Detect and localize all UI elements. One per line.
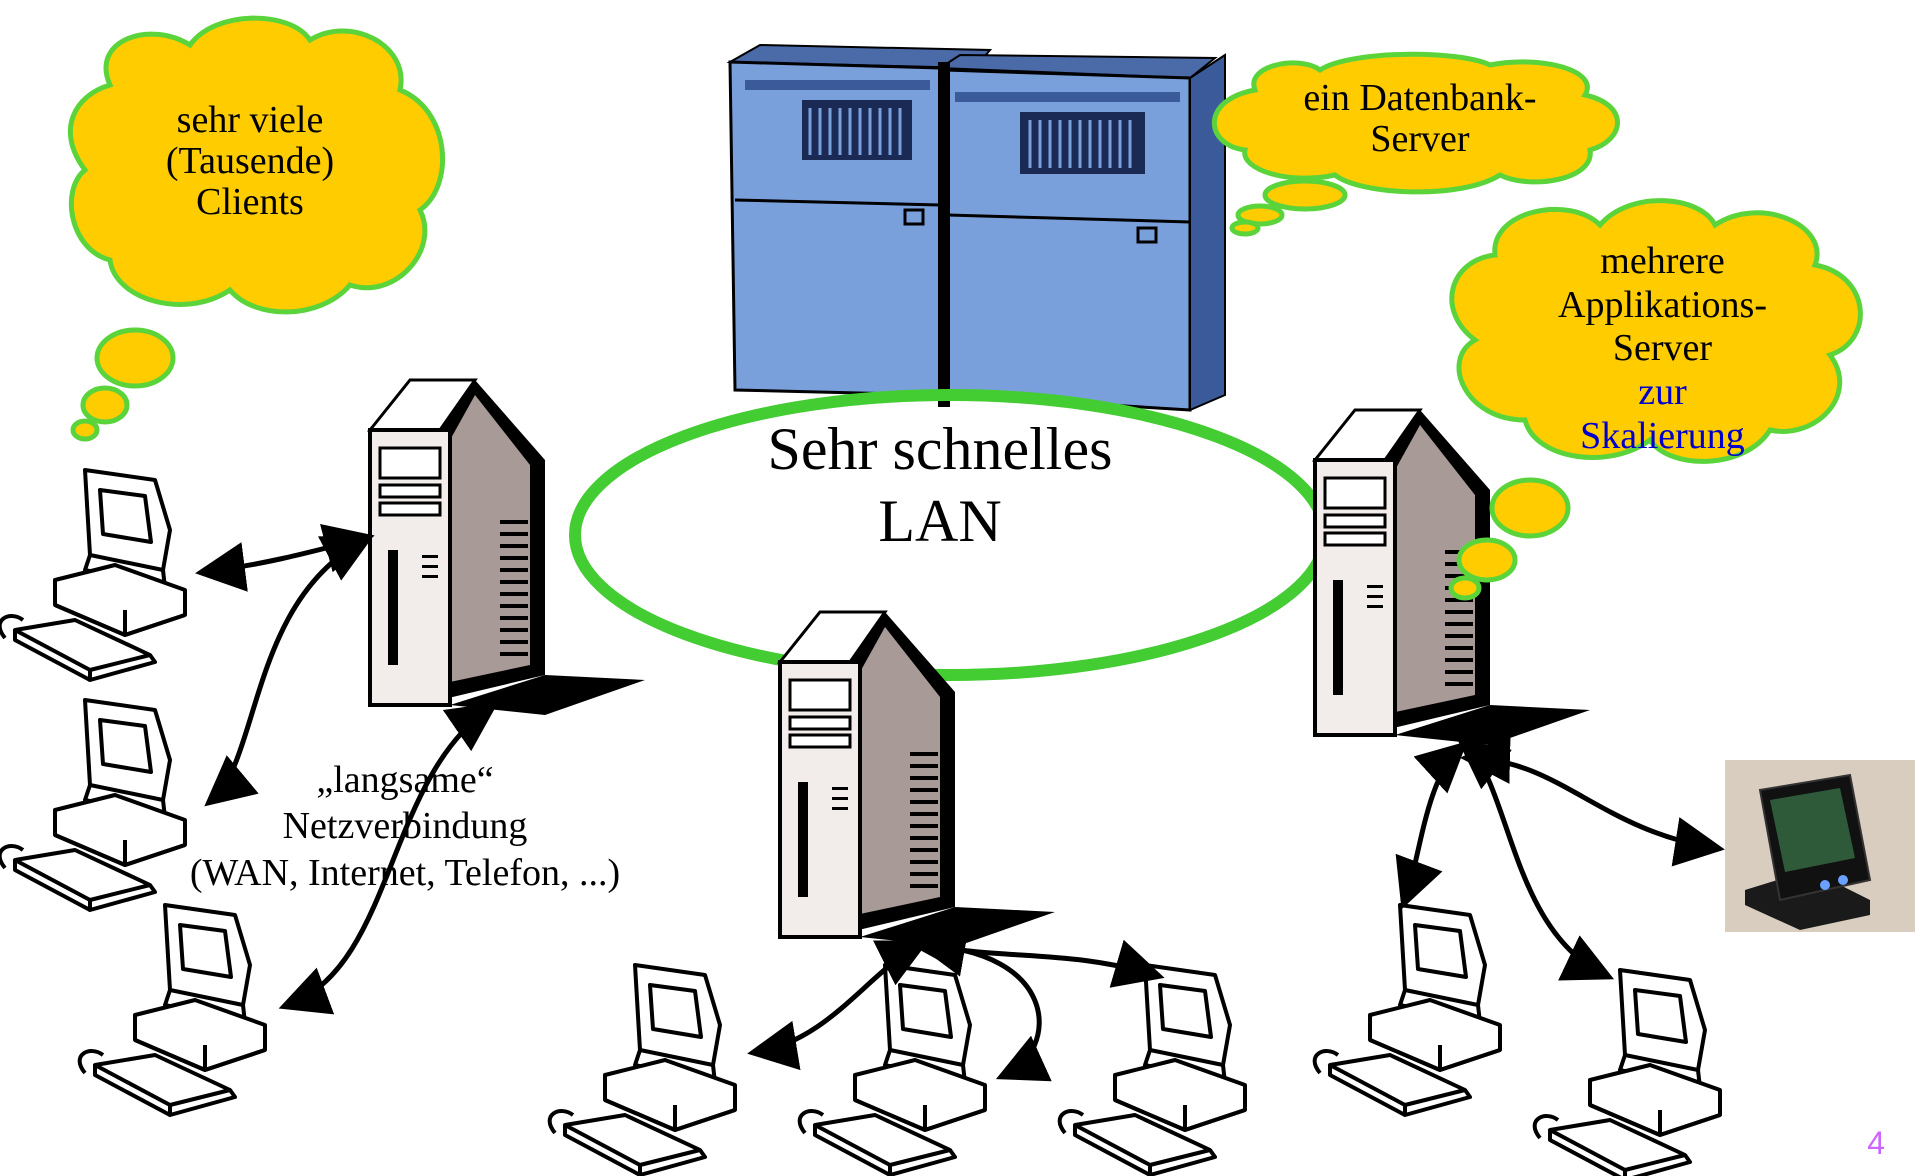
tower-server-icon [1313, 408, 1592, 747]
clients-cloud-text: sehr viele (Tausende) Clients [105, 99, 395, 224]
app-cloud-line-2: Applikations- [1558, 283, 1767, 326]
page-number: 4 [1867, 1125, 1885, 1161]
client-pc-icon [1312, 903, 1502, 1117]
network-connections [195, 523, 1725, 1082]
client-pc-icon [77, 903, 268, 1117]
client-pc-icon [1532, 968, 1722, 1176]
app-cloud-highlight-2: Skalierung [1580, 414, 1745, 457]
db-cloud-line-1: ein Datenbank- [1303, 77, 1537, 119]
clients-cloud-line-2: (Tausende) [165, 140, 335, 183]
app-cloud-line-3: Server [1612, 327, 1713, 370]
db-cloud-text: ein Datenbank- Server [1270, 77, 1570, 161]
tower-server-icon [368, 378, 647, 717]
wan-label-line-1: „langsame“ [316, 759, 494, 801]
clients-cloud-line-3: Clients [196, 181, 304, 224]
wan-label-line-2: Netzverbindung [282, 805, 528, 848]
database-server-icon [726, 43, 1226, 412]
app-cloud-line-1: mehrere [1600, 240, 1725, 282]
lan-label: Sehr schnelles LAN [690, 413, 1190, 557]
client-pc-icon [547, 963, 737, 1176]
client-pc-icon [1057, 963, 1247, 1176]
tower-server-icon [778, 610, 1057, 949]
db-cloud-line-2: Server [1370, 118, 1470, 161]
lan-label-line-2: LAN [878, 488, 1002, 554]
clients-thought-cloud [67, 15, 446, 442]
pda-icon [1725, 760, 1915, 932]
app-server-thought-cloud [1448, 198, 1863, 601]
wan-label-line-3: (WAN, Internet, Telefon, ...) [189, 851, 621, 894]
wan-label: „langsame“ Netzverbindung (WAN, Internet… [115, 757, 695, 896]
client-pc-icon [0, 468, 187, 682]
app-cloud-highlight-1: zur [1638, 371, 1687, 414]
client-pc-icon [797, 963, 987, 1176]
clients-cloud-line-1: sehr viele [176, 99, 324, 141]
lan-label-line-1: Sehr schnelles [767, 416, 1113, 482]
database-thought-cloud [1211, 51, 1620, 237]
app-cloud-text: mehrere Applikations- Server zur Skalier… [1500, 240, 1825, 458]
